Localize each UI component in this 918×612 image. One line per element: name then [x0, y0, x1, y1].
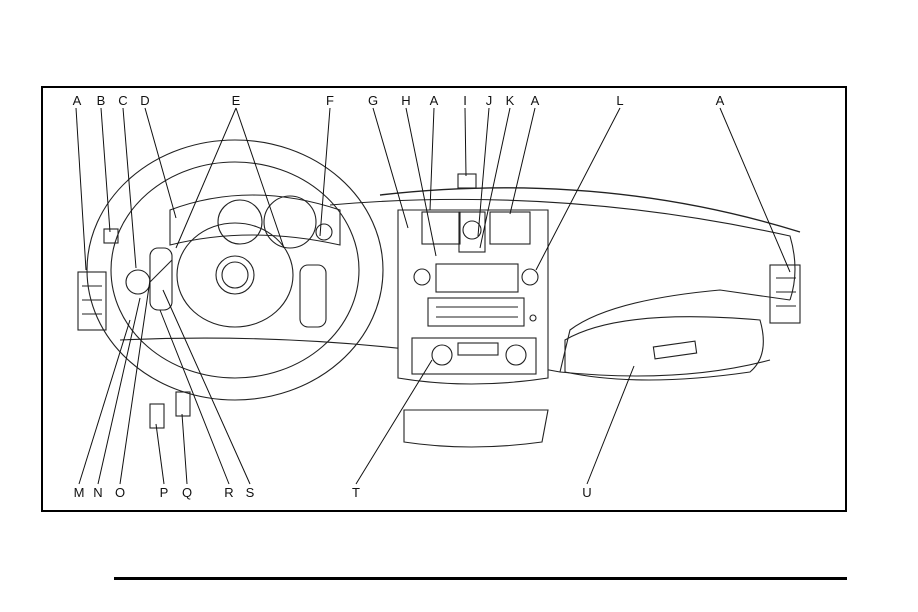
callout-a-center-left-vent: A — [427, 94, 441, 108]
turn-signal-lever-knob — [126, 270, 150, 294]
callout-q: Q — [180, 486, 194, 500]
callout-a-left-vent: A — [70, 94, 84, 108]
callout-j: J — [482, 94, 496, 108]
defrost-vent — [458, 174, 476, 188]
turn-signal-lever — [150, 260, 172, 282]
callout-h: H — [399, 94, 413, 108]
callout-g: G — [366, 94, 380, 108]
callout-c: C — [116, 94, 130, 108]
callout-o: O — [113, 486, 127, 500]
callout-e: E — [229, 94, 243, 108]
page-footer-rule — [114, 577, 847, 580]
left-side-vent — [78, 272, 106, 330]
callout-m: M — [72, 486, 86, 500]
callout-b: B — [94, 94, 108, 108]
callout-s: S — [243, 486, 257, 500]
right-wheel-controls — [300, 265, 326, 327]
parking-brake-release — [150, 404, 164, 428]
callout-d: D — [138, 94, 152, 108]
speedometer — [264, 196, 316, 248]
callout-a-center-right-vent: A — [528, 94, 542, 108]
callout-a-right-vent: A — [713, 94, 727, 108]
glove-box — [565, 317, 763, 380]
dashboard-fascia — [560, 290, 790, 372]
callout-k: K — [503, 94, 517, 108]
right-side-vent — [770, 265, 800, 323]
brake-pedal — [176, 392, 190, 416]
callout-l: L — [613, 94, 627, 108]
glove-box-latch — [653, 341, 696, 359]
callout-r: R — [222, 486, 236, 500]
callout-u: U — [580, 486, 594, 500]
console-bin — [404, 410, 548, 447]
callout-t: T — [349, 486, 363, 500]
callout-n: N — [91, 486, 105, 500]
callout-f: F — [323, 94, 337, 108]
callout-p: P — [157, 486, 171, 500]
steering-hub — [177, 223, 293, 327]
fuel-gauge — [316, 224, 332, 240]
callout-i: I — [458, 94, 472, 108]
